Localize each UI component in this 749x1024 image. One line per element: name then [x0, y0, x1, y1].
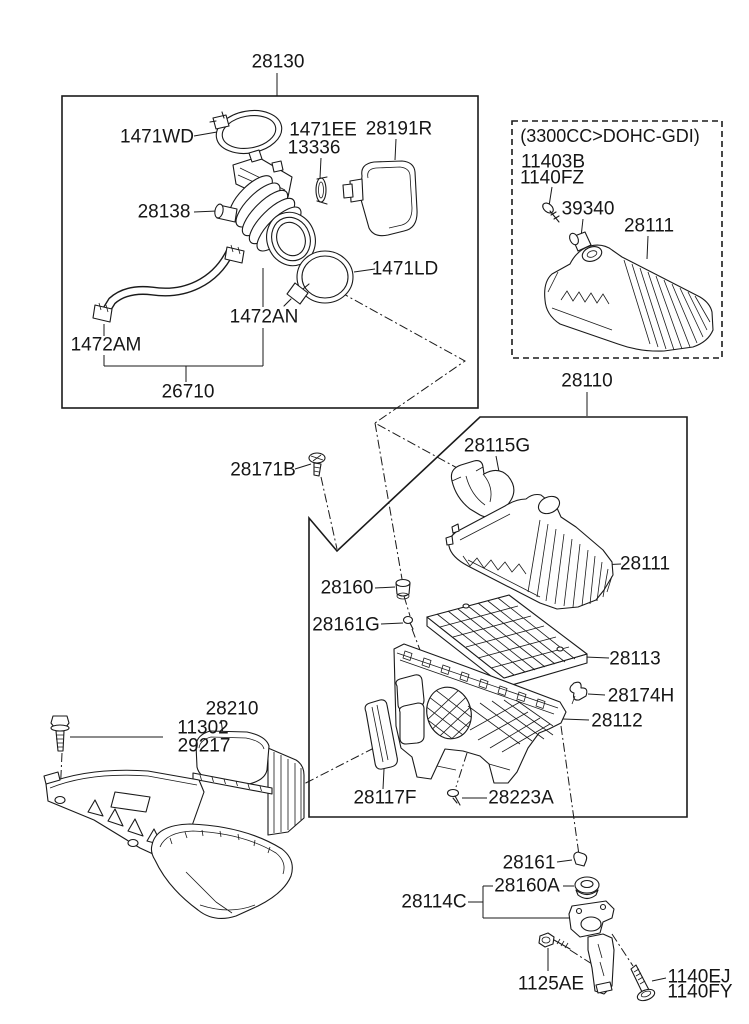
part-label-26710: 26710 — [161, 381, 215, 403]
part-1471ld-clamp-drawing — [283, 250, 354, 307]
callout-box-3300cc-dashed — [511, 120, 723, 359]
part-label-1125AE: 1125AE — [517, 973, 585, 995]
part-label-28210: 28210 — [205, 698, 259, 720]
part-label-39340: 39340 — [561, 198, 615, 220]
part-28115g-insulator-drawing — [450, 460, 515, 518]
part-label-11403B: 11403B — [520, 151, 586, 173]
part-label-1471EE: 1471EE — [289, 119, 357, 141]
part-28171b-screw-drawing — [308, 452, 326, 477]
assembly-association-lines — [59, 291, 634, 967]
part-11302-bolt-drawing — [50, 715, 70, 752]
part-label-1471LD: 1471LD — [371, 258, 439, 280]
part-11403b-sensor-screw-drawing — [542, 202, 560, 223]
part-label-29217: 29217 — [177, 735, 231, 757]
leader-lines — [70, 73, 667, 982]
part-label-28161: 28161 — [502, 852, 556, 874]
part-label-1140FY: 1140FY — [667, 981, 733, 1003]
part-26710-hose-drawing — [99, 149, 316, 319]
part-label-28114C: 28114C — [401, 891, 467, 913]
part-1471wd-clamp-drawing — [209, 109, 283, 155]
part-label-28113: 28113 — [609, 648, 661, 670]
part-28161g-stud-drawing — [402, 615, 414, 630]
part-label-1472AN: 1472AN — [229, 306, 299, 328]
part-label-28110: 28110 — [561, 370, 613, 392]
part-label-28191R: 28191R — [365, 118, 433, 140]
part-label-28117F: 28117F — [353, 787, 417, 809]
part-1125ae-bolt-drawing — [538, 932, 571, 950]
part-label-1140EJ: 1140EJ — [667, 966, 731, 988]
part-label-28111-gdi: 28111 — [623, 215, 675, 237]
part-label-11302: 11302 — [177, 717, 229, 739]
part-label-1472AM: 1472AM — [70, 334, 142, 356]
part-label-13336: 13336 — [287, 137, 341, 159]
part-28117f-tray-drawing — [364, 699, 398, 770]
part-28161-grommet-drawing — [573, 851, 588, 867]
callout-box-28110 — [308, 416, 688, 818]
part-label-28112: 28112 — [591, 710, 643, 732]
part-label-1471WD: 1471WD — [120, 126, 194, 148]
part-1140ej-bolt-drawing — [630, 964, 656, 1002]
part-label-28138: 28138 — [137, 201, 191, 223]
part-28210-duct-drawing — [43, 730, 305, 919]
part-28191r-resonator-drawing — [342, 160, 418, 237]
part-label-28130: 28130 — [251, 51, 305, 73]
part-28174h-clip-drawing — [569, 681, 588, 705]
part-28111-gdi-cover-drawing — [544, 244, 714, 352]
callout-box-28130 — [61, 95, 479, 409]
part-label-28161G: 28161G — [312, 614, 380, 636]
part-13336-clamp-drawing — [315, 176, 328, 205]
part-label-28174H: 28174H — [607, 685, 675, 707]
part-label-28223A: 28223A — [488, 787, 554, 809]
part-label-1140FZ: 1140FZ — [519, 167, 585, 189]
part-28223a-screw-drawing — [446, 788, 461, 806]
part-label-variant-note: (3300CC>DOHC-GDI) — [520, 126, 700, 146]
part-1472am-clamp-drawing — [92, 302, 113, 323]
part-28112-body-drawing — [393, 643, 567, 784]
part-28114c-bracket-drawing — [568, 900, 615, 995]
part-label-28160A: 28160A — [494, 875, 560, 897]
part-1472an-clamp-drawing — [224, 244, 245, 264]
part-28160-grommet-drawing — [395, 578, 411, 600]
part-label-28171B: 28171B — [230, 459, 296, 481]
part-label-28160: 28160 — [320, 577, 374, 599]
part-28113-filter-drawing — [426, 594, 588, 688]
part-28111-cover-drawing — [445, 493, 614, 610]
part-label-28111: 28111 — [619, 553, 671, 575]
part-label-28115G: 28115G — [463, 435, 531, 457]
part-28160a-grommet-drawing — [574, 876, 600, 900]
